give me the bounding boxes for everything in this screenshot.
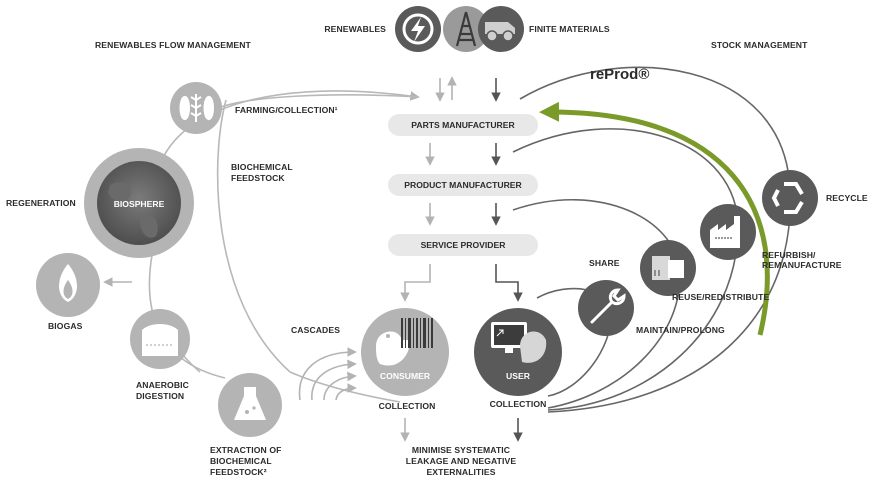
center-flow-arrows xyxy=(400,76,523,442)
product-manufacturer-label: PRODUCT MANUFACTURER xyxy=(404,180,522,190)
user-label: USER xyxy=(506,371,531,381)
consumer-node: CONSUMER xyxy=(361,308,449,396)
renewables-icon xyxy=(395,6,441,52)
extraction-label-3: FEEDSTOCK² xyxy=(210,467,267,477)
anaerobic-digestion-node xyxy=(130,309,190,369)
reuse-label: REUSE/REDISTRIBUTE xyxy=(672,292,769,302)
minimise-label-2: LEAKAGE AND NEGATIVE xyxy=(406,456,517,466)
refurbish-node xyxy=(700,204,756,260)
biochemical-label-2: FEEDSTOCK xyxy=(231,173,285,183)
extraction-label-2: BIOCHEMICAL xyxy=(210,456,272,466)
farming-label: FARMING/COLLECTION¹ xyxy=(235,105,338,115)
renewables-label: RENEWABLES xyxy=(324,24,386,34)
recycle-node xyxy=(762,170,818,226)
parts-manufacturer-box: PARTS MANUFACTURER xyxy=(388,114,538,136)
biogas-node xyxy=(36,253,100,317)
service-provider-label: SERVICE PROVIDER xyxy=(421,240,507,250)
maintain-label: MAINTAIN/PROLONG xyxy=(636,325,725,335)
renewables-flow-header: RENEWABLES FLOW MANAGEMENT xyxy=(95,40,251,50)
minimise-label-1: MINIMISE SYSTEMATIC xyxy=(412,445,510,455)
anaerobic-label-2: DIGESTION xyxy=(136,391,184,401)
minimise-label-3: EXTERNALITIES xyxy=(426,467,495,477)
parts-manufacturer-label: PARTS MANUFACTURER xyxy=(411,120,515,130)
biosphere-label: BIOSPHERE xyxy=(114,199,165,209)
collection-left-label: COLLECTION xyxy=(379,401,436,411)
extraction-label-1: EXTRACTION OF xyxy=(210,445,281,455)
cascades-arrows xyxy=(298,347,357,401)
collection-right-label: COLLECTION xyxy=(490,399,547,409)
service-provider-box: SERVICE PROVIDER xyxy=(388,234,538,256)
recycle-label: RECYCLE xyxy=(826,193,868,203)
reuse-node xyxy=(640,240,696,296)
renewables-flow-arcs xyxy=(148,90,420,403)
extraction-node xyxy=(218,373,282,437)
oil-derrick-icon xyxy=(443,6,489,52)
finite-materials-label: FINITE MATERIALS xyxy=(529,24,610,34)
biochemical-label-1: BIOCHEMICAL xyxy=(231,162,293,172)
regeneration-label: REGENERATION xyxy=(6,198,76,208)
biogas-label: BIOGAS xyxy=(48,321,83,331)
reprod-label: reProd® xyxy=(590,66,649,83)
consumer-label: CONSUMER xyxy=(380,371,431,381)
user-node: USER xyxy=(474,308,562,396)
refurbish-label-1: REFURBISH/ xyxy=(762,250,816,260)
biosphere-node: BIOSPHERE xyxy=(84,148,194,258)
barcode-icon xyxy=(401,318,433,348)
stock-management-header: STOCK MANAGEMENT xyxy=(711,40,808,50)
cascades-label: CASCADES xyxy=(291,325,340,335)
farming-node xyxy=(170,82,222,134)
reprod-arrow xyxy=(539,101,770,336)
product-manufacturer-box: PRODUCT MANUFACTURER xyxy=(388,174,538,196)
mining-truck-icon xyxy=(478,6,524,52)
share-label: SHARE xyxy=(589,258,620,268)
maintain-node xyxy=(578,280,634,336)
anaerobic-label-1: ANAEROBIC xyxy=(136,380,189,390)
refurbish-label-2: REMANUFACTURE xyxy=(762,260,842,270)
